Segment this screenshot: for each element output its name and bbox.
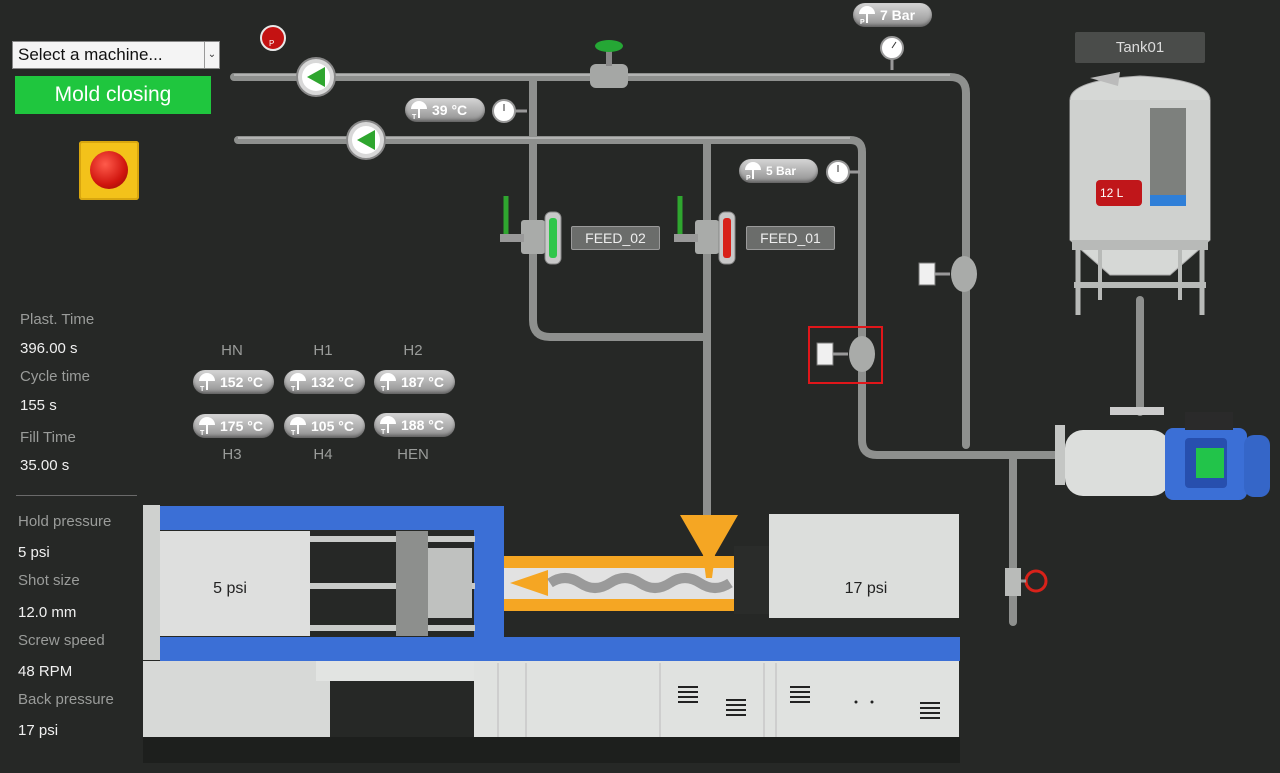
heater-label: H1 [313,342,333,359]
tank-title: Tank01 [1075,32,1205,63]
svg-text:T: T [200,386,205,392]
svg-text:P: P [860,19,865,25]
pressure-alarm-icon: P [260,25,286,51]
heater-temp-badge: T 188 °C [374,413,455,437]
chevron-down-icon[interactable]: ⌄ [204,42,219,68]
heater-value: 152 °C [220,374,263,390]
actuator-valve[interactable] [918,256,977,292]
heater-temp-badge: T 187 °C [374,370,455,394]
thermometer-icon: T [199,417,215,436]
pressure-value: 7 Bar [880,7,916,23]
thermometer-icon: T [290,373,306,392]
status-indicator: Mold closing [15,76,211,114]
valve-icon[interactable] [590,40,628,88]
svg-text:T: T [291,386,296,392]
param-label: Fill Time [20,429,76,446]
heater-label: H3 [222,446,242,463]
thermometer-icon: T [290,417,306,436]
tank [1069,72,1211,315]
svg-text:T: T [200,430,205,436]
feed2-tag: FEED_02 [571,226,660,250]
param-label: Plast. Time [20,311,95,328]
temperature-value: 39 °C [432,102,468,118]
param-label: Shot size [18,572,80,589]
heater-temp-badge: T 152 °C [193,370,274,394]
thermometer-icon: T [199,373,215,392]
pressure-badge: P 5 Bar [739,159,818,183]
heater-label: H4 [313,446,333,463]
heater-value: 175 °C [220,418,263,434]
tank-level-badge: 12 L [1096,180,1142,206]
pipe-top [230,73,970,449]
injection-pressure: 17 psi [844,580,888,597]
heater-value: 188 °C [401,417,444,433]
clamp-pressure: 5 psi [213,580,247,597]
svg-text:P: P [746,175,751,181]
gauge-icon [826,160,860,184]
param-value: 12.0 mm [18,604,77,621]
pump-icon[interactable] [296,57,336,97]
heater-label: HEN [397,446,429,463]
param-value: 155 s [20,397,57,414]
feed1-tag: FEED_01 [746,226,835,250]
pressure-badge: P 7 Bar [853,3,932,27]
thermometer-icon: T [380,373,396,392]
heater-label: HN [221,342,243,359]
divider [16,495,137,496]
pressure-icon: P [745,162,761,181]
drain-valve[interactable] [1005,568,1048,596]
main-pump[interactable] [1055,407,1270,500]
injection-molding-machine [143,505,960,763]
param-label: Cycle time [20,368,91,385]
heater-value: 132 °C [311,374,354,390]
heater-temp-badge: T 175 °C [193,414,274,438]
thermometer-icon: T [411,101,427,120]
heater-value: 105 °C [311,418,354,434]
param-value: 5 psi [18,544,50,561]
svg-text:T: T [381,386,386,392]
heater-temp-badge: T 132 °C [284,370,365,394]
selected-actuator-valve[interactable] [808,326,883,384]
gauge-icon [492,99,527,123]
pump-icon[interactable] [346,120,386,160]
machine-select[interactable]: Select a machine... ⌄ [12,41,220,69]
param-value: 396.00 s [20,340,78,357]
param-label: Hold pressure [18,513,112,530]
heater-label: H2 [403,342,423,359]
pipe-feed2 [529,73,711,341]
gauge-icon [880,36,904,70]
svg-text:T: T [291,430,296,436]
heater-temp-badge: T 105 °C [284,414,365,438]
emergency-stop-button[interactable] [79,141,139,200]
pressure-value: 5 Bar [766,164,797,178]
pipe-second [234,136,1064,459]
thermometer-icon: T [380,416,396,435]
temperature-badge: T 39 °C [405,98,485,122]
svg-text:T: T [381,429,386,435]
param-value: 35.00 s [20,457,70,474]
feed2-valve[interactable] [500,196,562,265]
param-value: 48 RPM [18,663,73,680]
heater-value: 187 °C [401,374,444,390]
param-label: Back pressure [18,691,114,708]
svg-text:T: T [412,114,417,120]
svg-text:P: P [269,39,274,48]
param-value: 17 psi [18,722,59,739]
emergency-stop-icon [90,151,128,189]
machine-select-value: Select a machine... [18,45,163,64]
pressure-icon: P [859,6,875,25]
param-label: Screw speed [18,632,105,649]
feed1-valve[interactable] [674,196,736,265]
